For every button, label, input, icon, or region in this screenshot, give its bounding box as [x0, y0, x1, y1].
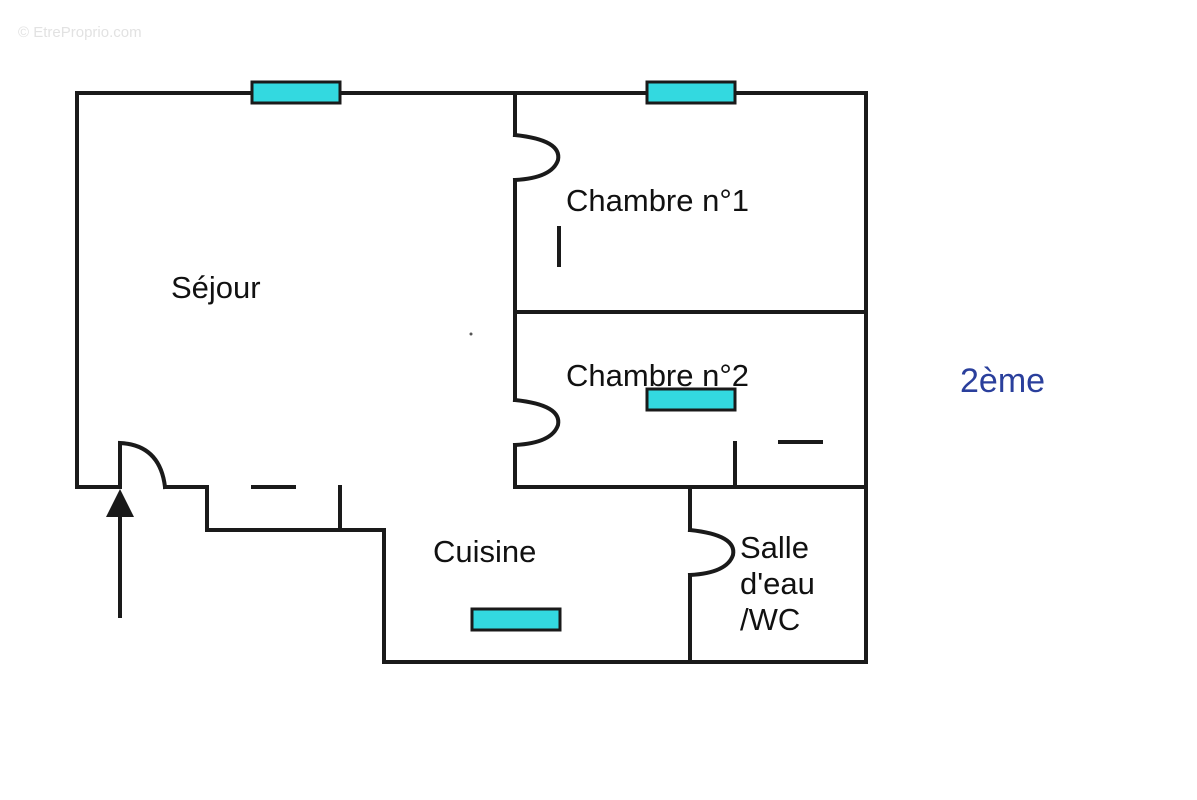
- room-label-salle-deau: Salle d'eau /WC: [740, 530, 815, 638]
- salle-deau-line3: /WC: [740, 602, 801, 637]
- room-label-chambre2: Chambre n°2: [566, 358, 749, 393]
- window-sejour: [250, 80, 342, 105]
- salle-deau-line1: Salle: [740, 530, 809, 565]
- room-label-cuisine: Cuisine: [433, 534, 537, 569]
- floor-label: 2ème: [960, 362, 1046, 400]
- salle-deau-line2: d'eau: [740, 566, 815, 601]
- door-salle-deau: [687, 527, 736, 578]
- radiator-chambre2: [645, 387, 737, 412]
- door-entrance: [118, 440, 168, 490]
- room-label-chambre1: Chambre n°1: [566, 183, 749, 218]
- entrance-arrow-icon: [106, 489, 134, 618]
- speck: [469, 332, 473, 336]
- room-label-sejour: Séjour: [171, 270, 261, 305]
- watermark: © EtreProprio.com: [18, 24, 142, 41]
- outer-wall-lower-left: [75, 485, 386, 664]
- door-chambre2: [512, 397, 561, 448]
- radiator-cuisine: [470, 607, 562, 632]
- door-chambre1: [512, 132, 561, 183]
- window-chambre1: [645, 80, 737, 105]
